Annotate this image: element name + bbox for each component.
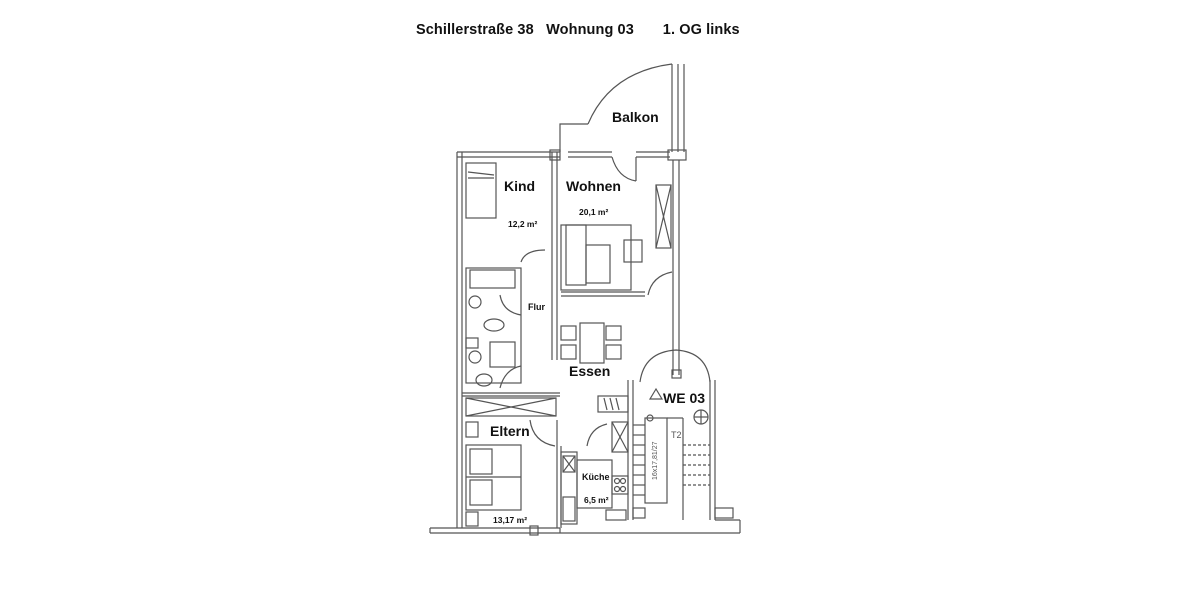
room-label-wohnen: Wohnen bbox=[566, 178, 621, 194]
unit-marker: WE 03 bbox=[663, 390, 706, 406]
plan-title: Schillerstraße 38 Wohnung 03 1. OG links bbox=[416, 22, 740, 38]
title-unit: Wohnung 03 bbox=[546, 22, 634, 38]
stair-label: T2 bbox=[671, 430, 682, 440]
balcony-outline bbox=[559, 63, 687, 161]
room-label-eltern: Eltern bbox=[490, 423, 530, 439]
room-label-kueche: Küche bbox=[582, 472, 610, 482]
room-label-flur: Flur bbox=[528, 302, 545, 312]
room-label-balkon: Balkon bbox=[612, 109, 659, 125]
room-area-kind: 12,2 m² bbox=[508, 219, 538, 229]
stair-spec: 16x17,81/27 bbox=[652, 441, 659, 480]
room-label-essen: Essen bbox=[569, 363, 611, 379]
room-area-wohnen: 20,1 m² bbox=[579, 207, 609, 217]
outer-walls bbox=[429, 151, 741, 536]
triangle-icon bbox=[648, 387, 664, 400]
room-label-kind: Kind bbox=[504, 178, 536, 194]
room-area-eltern: 13,17 m² bbox=[493, 515, 528, 525]
title-street: Schillerstraße 38 bbox=[416, 22, 534, 38]
title-floor: 1. OG links bbox=[662, 22, 740, 38]
room-area-kueche: 6,5 m² bbox=[584, 495, 609, 505]
